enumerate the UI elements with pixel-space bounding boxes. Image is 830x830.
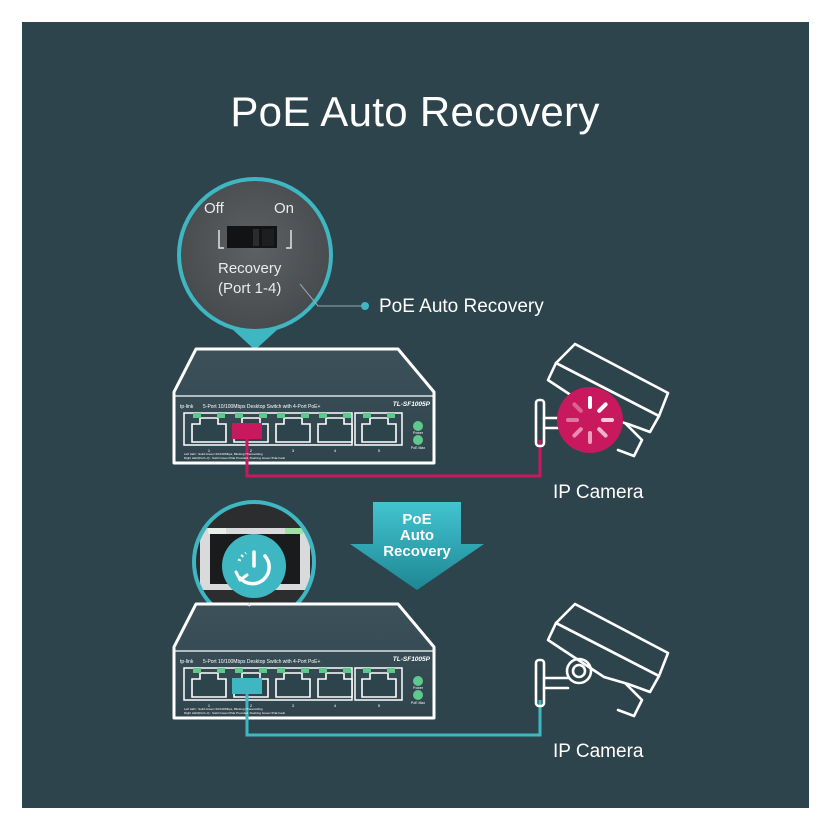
port-label: 4 (334, 448, 337, 453)
port-1 (191, 412, 227, 443)
port-5 (361, 412, 397, 443)
switch-before (172, 347, 436, 465)
ip-camera-after-label: IP Camera (553, 741, 644, 762)
arrow-label-line2: Auto (399, 527, 435, 544)
port-3 (275, 412, 311, 443)
page-title: PoE Auto Recovery (230, 88, 600, 135)
port-1 (191, 667, 227, 698)
switch-after-brand: tp-link (180, 659, 194, 665)
port-5 (361, 667, 397, 698)
port-4 (317, 412, 353, 443)
poe-max-led (413, 435, 423, 445)
led-label: PoE Max (411, 701, 425, 705)
switch-after-description: 5-Port 10/100Mbps Desktop Switch with 4-… (203, 659, 320, 665)
port-label: 3 (292, 448, 295, 453)
switch-before-ports (191, 412, 397, 443)
led-legend: Right LED(Port1-4) : Solid Green=PoE Pro… (184, 711, 285, 715)
recovery-switch-magnifier (177, 177, 333, 333)
magnified-port-number: 4 (247, 603, 251, 609)
switch-name-line2: (Port 1-4) (218, 280, 282, 297)
led-legend: Right LED(Port1-4) : Solid Green=PoE Pro… (184, 456, 285, 460)
port-label: 2 (250, 448, 253, 453)
cable-recovered (245, 694, 542, 737)
switch-after (172, 602, 436, 720)
callout-leader-line (299, 283, 364, 307)
port-label: 2 (250, 703, 253, 708)
port-label: 1 (208, 448, 211, 453)
poe-auto-recovery-arrow (350, 502, 484, 590)
feature-label: PoE Auto Recovery (379, 296, 544, 317)
led-label: Power (413, 686, 424, 690)
poe-max-led (413, 690, 423, 700)
led-legend: Left LED : Solid Green=10/100Mbps, Blink… (184, 707, 263, 711)
cable-plug-fault (232, 423, 262, 439)
power-led (413, 421, 423, 431)
switch-after-model: TL-SF1005P (393, 656, 431, 663)
cable-plug-recovered (232, 678, 262, 694)
arrow-label-line1: PoE (402, 511, 432, 528)
led-legend: Left LED : Solid Green=10/100Mbps, Blink… (184, 452, 263, 456)
cable-fault (245, 439, 542, 478)
port-label: 1 (208, 703, 211, 708)
led-label: PoE Max (411, 446, 425, 450)
power-led (413, 676, 423, 686)
camera-lens-icon (565, 657, 593, 685)
toggle-on-label: On (274, 200, 295, 217)
led-label: Power (413, 431, 424, 435)
switch-name-line1: Recovery (218, 260, 282, 277)
switch-before-brand: tp-link (180, 404, 194, 410)
port-4 (317, 667, 353, 698)
port-magnifier (192, 500, 316, 624)
ip-camera-after (534, 602, 670, 718)
ip-camera-before-label: IP Camera (553, 482, 644, 503)
spinner-rays (566, 396, 614, 444)
toggle-off-label: Off (204, 200, 224, 217)
arrow-label: PoE Auto Recovery (352, 512, 482, 560)
port-label: 4 (334, 703, 337, 708)
arrow-label-line3: Recovery (383, 543, 451, 560)
port-label: 5 (378, 448, 381, 453)
callout-dot (361, 302, 369, 310)
port-3 (275, 667, 311, 698)
switch-after-ports (191, 667, 397, 698)
port-label: 3 (292, 703, 295, 708)
switch-before-description: 5-Port 10/100Mbps Desktop Switch with 4-… (203, 404, 320, 410)
switch-before-model: TL-SF1005P (393, 401, 431, 408)
recovery-toggle-switch[interactable] (227, 226, 277, 248)
port-label: 5 (378, 703, 381, 708)
